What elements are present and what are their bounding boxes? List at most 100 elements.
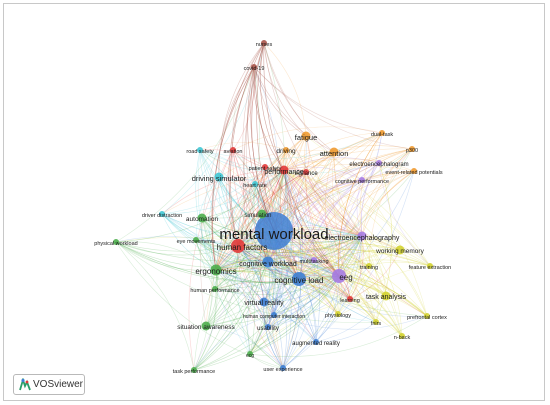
node-nurses[interactable] [261, 40, 267, 46]
node-electroencephalogram[interactable] [376, 160, 382, 166]
node-driver-distraction[interactable] [159, 211, 165, 217]
node-road-safety[interactable] [197, 147, 203, 153]
node-cognitive-load[interactable] [292, 272, 306, 286]
node-cognitive-performance[interactable] [359, 177, 365, 183]
label-simulation[interactable]: simulation [244, 213, 271, 219]
label-feature-extraction[interactable]: feature extraction [409, 265, 452, 271]
node-task-analysis[interactable] [381, 291, 391, 301]
label-usability[interactable]: usability [257, 326, 279, 332]
label-attention[interactable]: attention [320, 149, 349, 158]
node-dual-task[interactable] [379, 130, 385, 136]
node-usability[interactable] [265, 324, 271, 330]
label-vigilance[interactable]: vigilance [294, 171, 318, 177]
node-training[interactable] [366, 263, 372, 269]
label-fnirs[interactable]: fnirs [371, 321, 382, 327]
label-electroencephalogram[interactable]: electroencephalogram [349, 162, 408, 168]
node-electroencephalography[interactable] [357, 231, 367, 241]
label-human-factors[interactable]: human factors [217, 243, 268, 252]
label-heart-rate[interactable]: heart rate [243, 183, 267, 189]
label-learning[interactable]: learning [340, 298, 360, 304]
label-ecg[interactable]: ecg [246, 353, 254, 359]
label-training[interactable]: training [360, 265, 378, 271]
node-event-related-potentials[interactable] [411, 168, 417, 174]
label-driving[interactable]: driving [276, 148, 296, 155]
node-fnirs[interactable] [373, 319, 379, 325]
label-aviation[interactable]: aviation [224, 149, 243, 155]
node-automation[interactable] [197, 213, 207, 223]
node-fatigue[interactable] [301, 131, 311, 141]
node-situation-awareness[interactable] [201, 321, 211, 331]
node-performance[interactable] [279, 165, 289, 175]
label-ergonomics[interactable]: ergonomics [195, 267, 236, 276]
node-eeg[interactable] [332, 269, 346, 283]
label-situation-awareness[interactable]: situation awareness [177, 324, 235, 331]
node-prefrontal-cortex[interactable] [424, 313, 430, 319]
label-augmented-reality[interactable]: augmented reality [292, 341, 340, 347]
label-dual-task[interactable]: dual-task [371, 132, 394, 138]
node-cognitive-workload[interactable] [262, 256, 274, 268]
label-multitasking[interactable]: multitasking [299, 259, 328, 265]
label-virtual-reality[interactable]: virtual reality [244, 300, 284, 307]
node-ergonomics[interactable] [210, 264, 222, 276]
node-driving[interactable] [283, 147, 289, 153]
vosviewer-logo[interactable]: VOSviewer [13, 374, 85, 395]
node-user-experience[interactable] [280, 365, 286, 371]
label-nurses[interactable]: nurses [256, 42, 273, 48]
node-learning[interactable] [347, 296, 353, 302]
node-simulation[interactable] [257, 209, 267, 219]
label-electroencephalography[interactable]: electroencephalography [325, 235, 400, 242]
node-augmented-reality[interactable] [313, 339, 319, 345]
label-event-related-potentials[interactable]: event-related potentials [385, 170, 442, 176]
label-task-performance[interactable]: task performance [173, 369, 216, 375]
node-feature-extraction[interactable] [427, 263, 433, 269]
node-driving-simulator[interactable] [214, 172, 224, 182]
label-automation[interactable]: automation [186, 216, 219, 223]
label-cognitive-workload[interactable]: cognitive workload [239, 261, 297, 268]
label-working-memory[interactable]: working memory [375, 248, 424, 255]
node-task-performance[interactable] [191, 367, 197, 373]
label-covid-19[interactable]: covid-19 [244, 66, 265, 72]
label-performance[interactable]: performance [264, 169, 303, 176]
label-n-back[interactable]: n-back [394, 335, 411, 341]
node-working-memory[interactable] [395, 245, 405, 255]
node-eye-movements[interactable] [193, 237, 199, 243]
node-p300[interactable] [409, 146, 415, 152]
label-prefrontal-cortex[interactable]: prefrontal cortex [407, 315, 447, 321]
label-p300[interactable]: p300 [406, 148, 418, 154]
node-physical-workload[interactable] [113, 239, 119, 245]
label-road-safety[interactable]: road safety [186, 149, 213, 155]
label-driving-simulator[interactable]: driving simulator [192, 174, 247, 183]
label-eeg[interactable]: eeg [339, 273, 352, 282]
node-covid-19[interactable] [251, 64, 257, 70]
node-attention[interactable] [329, 147, 339, 157]
node-human-factors[interactable] [231, 239, 245, 253]
node-vigilance[interactable] [303, 169, 309, 175]
label-eye-movements[interactable]: eye movements [177, 239, 216, 245]
node-physiology[interactable] [335, 311, 341, 317]
label-user-experience[interactable]: user experience [263, 367, 302, 373]
label-cognitive-performance[interactable]: cognitive performance [335, 179, 389, 185]
node-mental-workload[interactable] [255, 212, 293, 250]
node-virtual-reality[interactable] [259, 297, 269, 307]
label-physiology[interactable]: physiology [325, 313, 351, 319]
label-fatigue[interactable]: fatigue [295, 133, 318, 142]
node-human-computer-interaction[interactable] [271, 312, 277, 318]
edge-line [215, 183, 256, 271]
edge-line [283, 169, 340, 277]
label-driver-distraction[interactable]: driver distraction [142, 213, 182, 219]
label-physical-workload[interactable]: physical workload [94, 241, 137, 247]
label-human-performance[interactable]: human performance [190, 288, 239, 294]
node-patient-safety[interactable] [262, 164, 268, 170]
node-heart-rate[interactable] [252, 181, 258, 187]
label-mental-workload[interactable]: mental workload [219, 226, 328, 243]
label-patient-safety[interactable]: patient safety [249, 166, 282, 172]
label-cognitive-load[interactable]: cognitive load [275, 276, 324, 285]
label-task-analysis[interactable]: task analysis [366, 294, 407, 301]
label-human-computer-interaction[interactable]: human computer interaction [243, 314, 305, 320]
node-aviation[interactable] [230, 147, 236, 153]
node-multitasking[interactable] [311, 257, 317, 263]
node-human-performance[interactable] [212, 286, 218, 292]
node-n-back[interactable] [399, 333, 405, 339]
node-ecg[interactable] [247, 351, 253, 357]
